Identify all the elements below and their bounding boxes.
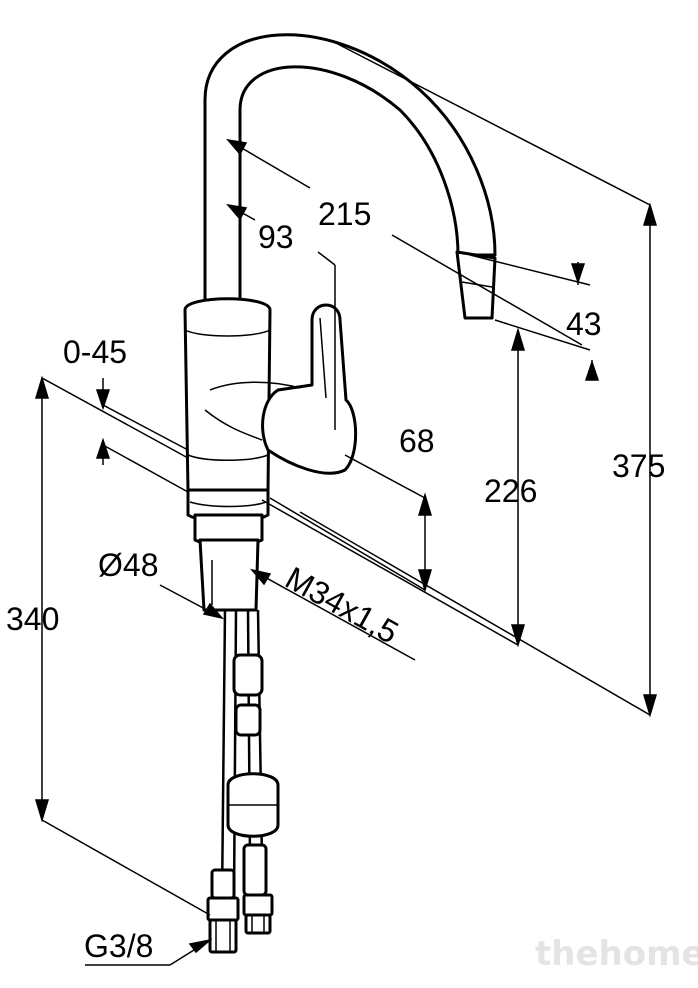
dim-overall-height: 375	[612, 448, 665, 484]
lever-handle	[261, 303, 358, 475]
shank	[198, 538, 260, 612]
dim-swivel-range: 0-45	[63, 334, 127, 370]
dim-lever-offset: 93	[258, 219, 294, 255]
dim-spout-clearance: 226	[484, 473, 537, 509]
spout-outline	[203, 33, 497, 302]
dim-below-deck-length: 340	[6, 601, 59, 637]
dim-outlet-height: 43	[566, 306, 602, 342]
hose-fittings	[210, 653, 280, 900]
dim-lever-height: 68	[399, 423, 435, 459]
watermark-logo: thehome	[535, 934, 698, 974]
dim-spout-reach: 215	[318, 196, 371, 232]
faucet-outline	[183, 33, 497, 954]
body-cylinder	[183, 297, 272, 503]
dim-connection: G3/8	[84, 928, 153, 964]
dim-thread: M34x1,5	[280, 560, 405, 651]
g38-connectors	[206, 893, 274, 954]
dimension-lines	[34, 39, 658, 966]
dim-diameter: Ø48	[98, 547, 158, 583]
